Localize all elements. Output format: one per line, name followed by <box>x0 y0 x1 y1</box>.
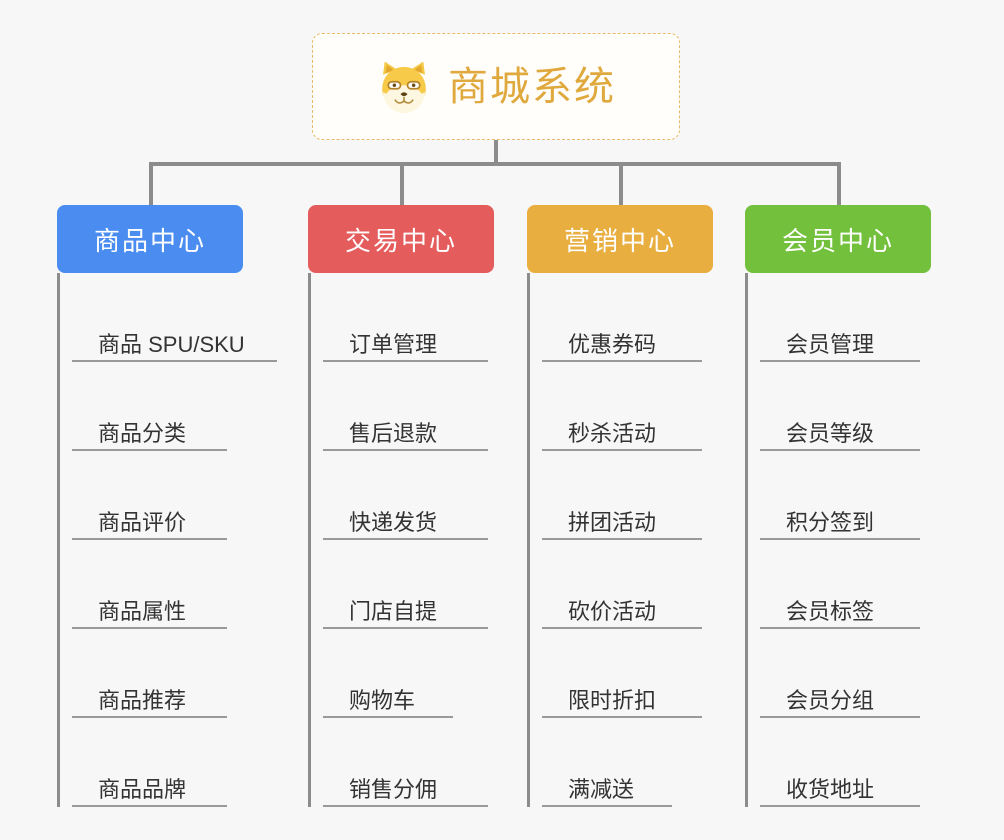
leaf-label: 秒杀活动 <box>568 421 657 446</box>
category-title: 营销中心 <box>563 225 676 256</box>
list-item[interactable]: 满减送 <box>542 718 713 807</box>
list-item[interactable]: 快递发货 <box>323 451 494 540</box>
list-item[interactable]: 购物车 <box>323 629 494 718</box>
list-item[interactable]: 商品属性 <box>72 540 243 629</box>
connector-drop-1 <box>149 162 153 207</box>
leaf-label: 商品品牌 <box>98 777 187 802</box>
leaf-label: 售后退款 <box>349 421 438 446</box>
root-title: 商城系统 <box>448 64 616 109</box>
list-item[interactable]: 订单管理 <box>323 273 494 362</box>
list-item[interactable]: 收货地址 <box>760 718 931 807</box>
leaf-label: 销售分佣 <box>349 777 438 802</box>
leaf-label: 商品推荐 <box>98 688 187 713</box>
leaf-label: 会员标签 <box>786 599 875 624</box>
list-item[interactable]: 会员分组 <box>760 629 931 718</box>
list-item[interactable]: 会员标签 <box>760 540 931 629</box>
leaf-label: 会员分组 <box>786 688 875 713</box>
leaf-list-trade: 订单管理 售后退款 快递发货 门店自提 购物车 销售分佣 <box>308 273 494 807</box>
connector-root-stem <box>494 140 498 164</box>
leaf-label: 商品分类 <box>98 421 187 446</box>
category-column-trade: 交易中心 订单管理 售后退款 快递发货 门店自提 购物车 销售分佣 <box>308 205 494 807</box>
list-item[interactable]: 商品 SPU/SKU <box>72 273 277 362</box>
list-item[interactable]: 商品推荐 <box>72 629 243 718</box>
list-item[interactable]: 砍价活动 <box>542 540 713 629</box>
list-item[interactable]: 拼团活动 <box>542 451 713 540</box>
list-item[interactable]: 售后退款 <box>323 362 494 451</box>
connector-drop-3 <box>619 162 623 207</box>
list-item[interactable]: 商品评价 <box>72 451 243 540</box>
list-item[interactable]: 积分签到 <box>760 451 931 540</box>
leaf-label: 限时折扣 <box>568 688 657 713</box>
leaf-label: 商品 SPU/SKU <box>98 332 245 357</box>
category-header-member[interactable]: 会员中心 <box>745 205 931 273</box>
connector-horizontal-bus <box>149 162 840 166</box>
leaf-label: 收货地址 <box>786 777 875 802</box>
leaf-list-marketing: 优惠券码 秒杀活动 拼团活动 砍价活动 限时折扣 满减送 <box>527 273 713 807</box>
leaf-list-product: 商品 SPU/SKU 商品分类 商品评价 商品属性 商品推荐 商品品牌 <box>57 273 277 807</box>
leaf-label: 快递发货 <box>349 510 438 535</box>
category-title: 会员中心 <box>781 225 894 256</box>
leaf-label: 优惠券码 <box>568 332 657 357</box>
list-item[interactable]: 秒杀活动 <box>542 362 713 451</box>
list-item[interactable]: 商品品牌 <box>72 718 243 807</box>
category-column-product: 商品中心 商品 SPU/SKU 商品分类 商品评价 商品属性 商品推荐 商品品牌 <box>57 205 277 807</box>
leaf-label: 门店自提 <box>349 599 438 624</box>
list-item[interactable]: 门店自提 <box>323 540 494 629</box>
list-item[interactable]: 会员管理 <box>760 273 931 362</box>
connector-drop-4 <box>837 162 841 207</box>
leaf-label: 购物车 <box>349 688 416 713</box>
list-item[interactable]: 商品分类 <box>72 362 243 451</box>
leaf-label: 满减送 <box>568 777 635 802</box>
connector-drop-2 <box>400 162 404 207</box>
leaf-label: 拼团活动 <box>568 510 657 535</box>
category-header-marketing[interactable]: 营销中心 <box>527 205 713 273</box>
list-item[interactable]: 销售分佣 <box>323 718 494 807</box>
leaf-label: 订单管理 <box>349 332 438 357</box>
leaf-label: 砍价活动 <box>568 599 657 624</box>
category-title: 商品中心 <box>93 225 206 256</box>
leaf-label: 会员管理 <box>786 332 875 357</box>
root-node[interactable]: 商城系统 <box>312 33 680 140</box>
list-item[interactable]: 优惠券码 <box>542 273 713 362</box>
leaf-list-member: 会员管理 会员等级 积分签到 会员标签 会员分组 收货地址 <box>745 273 931 807</box>
shiba-dog-icon <box>382 61 426 113</box>
leaf-label: 商品属性 <box>98 599 187 624</box>
category-title: 交易中心 <box>344 225 457 256</box>
category-header-product[interactable]: 商品中心 <box>57 205 243 273</box>
leaf-label: 会员等级 <box>786 421 875 446</box>
leaf-label: 商品评价 <box>98 510 187 535</box>
category-header-trade[interactable]: 交易中心 <box>308 205 494 273</box>
list-item[interactable]: 会员等级 <box>760 362 931 451</box>
category-column-marketing: 营销中心 优惠券码 秒杀活动 拼团活动 砍价活动 限时折扣 满减送 <box>527 205 713 807</box>
list-item[interactable]: 限时折扣 <box>542 629 713 718</box>
category-column-member: 会员中心 会员管理 会员等级 积分签到 会员标签 会员分组 收货地址 <box>745 205 931 807</box>
leaf-label: 积分签到 <box>786 510 875 535</box>
